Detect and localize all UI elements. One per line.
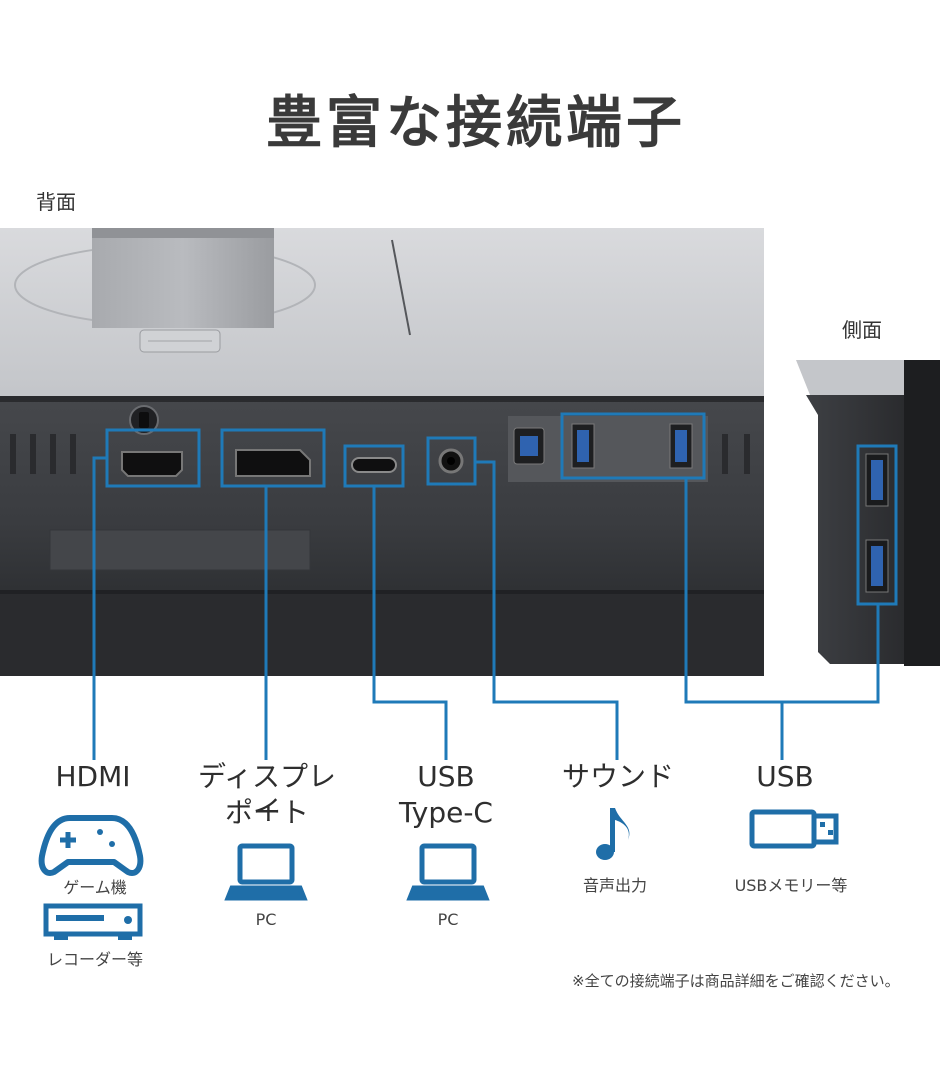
hdmi-callout-line: [92, 456, 107, 760]
usb-stick-icon: [749, 809, 839, 849]
displayport-callout-box: [220, 428, 326, 488]
audio-callout-line: [475, 460, 619, 760]
audio-output-label: 音声出力: [582, 876, 647, 895]
usb-label: USB: [756, 760, 814, 793]
game-console-label: ゲーム機: [63, 878, 127, 897]
music-note-icon: [596, 808, 630, 860]
usb-memory-label: USBメモリー等: [734, 876, 848, 895]
displayport-label-line1: ディスプレイ: [197, 760, 337, 827]
monitor-side-shell: [796, 360, 904, 395]
displayport-label-line2: ポート: [224, 796, 309, 829]
laptop-icon: [406, 843, 490, 901]
footnote: ※全ての接続端子は商品詳細をご確認ください。: [572, 972, 900, 990]
pc-label-usbc: PC: [437, 910, 459, 929]
gamepad-icon: [38, 815, 144, 876]
pc-label-displayport: PC: [255, 910, 277, 929]
hdmi-port: [121, 451, 183, 477]
page-title: 豊富な接続端子: [266, 91, 686, 156]
displayport-port: [235, 449, 311, 477]
monitor-side-edge: [904, 360, 940, 666]
usbc-label-line1: USB: [417, 760, 475, 793]
monitor-stand: [92, 228, 274, 328]
back-view-label: 背面: [36, 190, 76, 214]
hdmi-label: HDMI: [55, 760, 131, 793]
recorder-label: レコーダー等: [46, 950, 143, 969]
audio-label: サウンド: [561, 760, 674, 793]
monitor-bottom-bezel: [0, 590, 764, 676]
side-view-label: 側面: [842, 318, 882, 342]
recorder-icon: [43, 903, 143, 940]
usb-c-port: [351, 457, 397, 473]
usbc-label-line2: Type-C: [399, 796, 493, 829]
usb-callout-box: [560, 412, 706, 480]
usbc-callout-line: [372, 486, 448, 760]
laptop-icon: [224, 843, 308, 901]
